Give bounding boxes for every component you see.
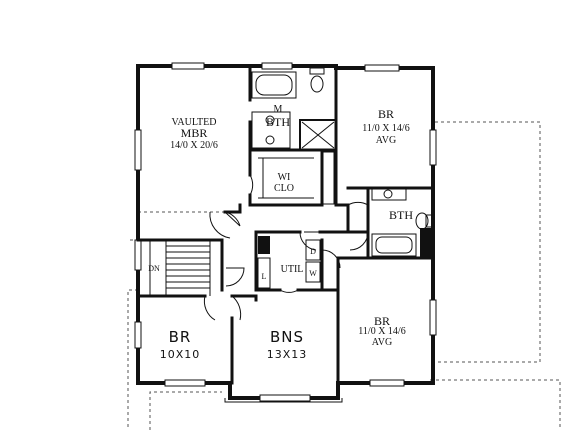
mbr-label-1: VAULTED: [171, 117, 216, 128]
br-se-avg: AVG: [372, 337, 392, 348]
wic-label-1: WI: [278, 172, 291, 183]
fixtures: [149, 67, 433, 296]
br-se-dimensions: 11/0 X 14/6: [358, 326, 405, 337]
wic-label-2: CLO: [274, 183, 294, 194]
br-sw-dimensions: 10X10: [160, 348, 201, 361]
br-ne-dimensions: 11/0 X 14/6: [362, 123, 409, 134]
washer-label: W: [309, 269, 317, 278]
bns-dimensions: 13X13: [267, 348, 308, 361]
util-label: UTIL: [281, 264, 304, 275]
bath-vanity-icon: [371, 187, 407, 201]
washer-icon: [305, 261, 321, 283]
br-ne-avg: AVG: [376, 135, 396, 146]
interior-walls: [136, 64, 435, 385]
linen-label: L: [262, 272, 267, 281]
stair-label: DN: [148, 264, 160, 273]
room-labels: VAULTED MBR 14/0 X 20/6 M BTH WI CLO BR …: [148, 104, 413, 361]
br-ne-label: BR: [378, 107, 394, 121]
mbr-dimensions: 14/0 X 20/6: [170, 140, 218, 151]
br-sw-label: BR: [169, 328, 192, 346]
doors: [203, 174, 369, 321]
bath-tub-icon: [371, 233, 417, 257]
bns-label: BNS: [270, 328, 304, 346]
roof-outline: [127, 121, 561, 430]
dryer-icon: [305, 239, 321, 261]
windows: [134, 62, 437, 402]
mbr-label-2: MBR: [181, 126, 208, 140]
vanity-icon: [251, 111, 291, 149]
tub-icon: [251, 71, 297, 99]
bath-label: BTH: [389, 208, 413, 222]
mbath-label-1: M: [274, 104, 283, 115]
toilet-icon: [309, 67, 325, 75]
mbath-label-2: BTH: [266, 115, 290, 129]
br-se-label: BR: [374, 314, 390, 328]
dryer-label: D: [310, 247, 316, 256]
